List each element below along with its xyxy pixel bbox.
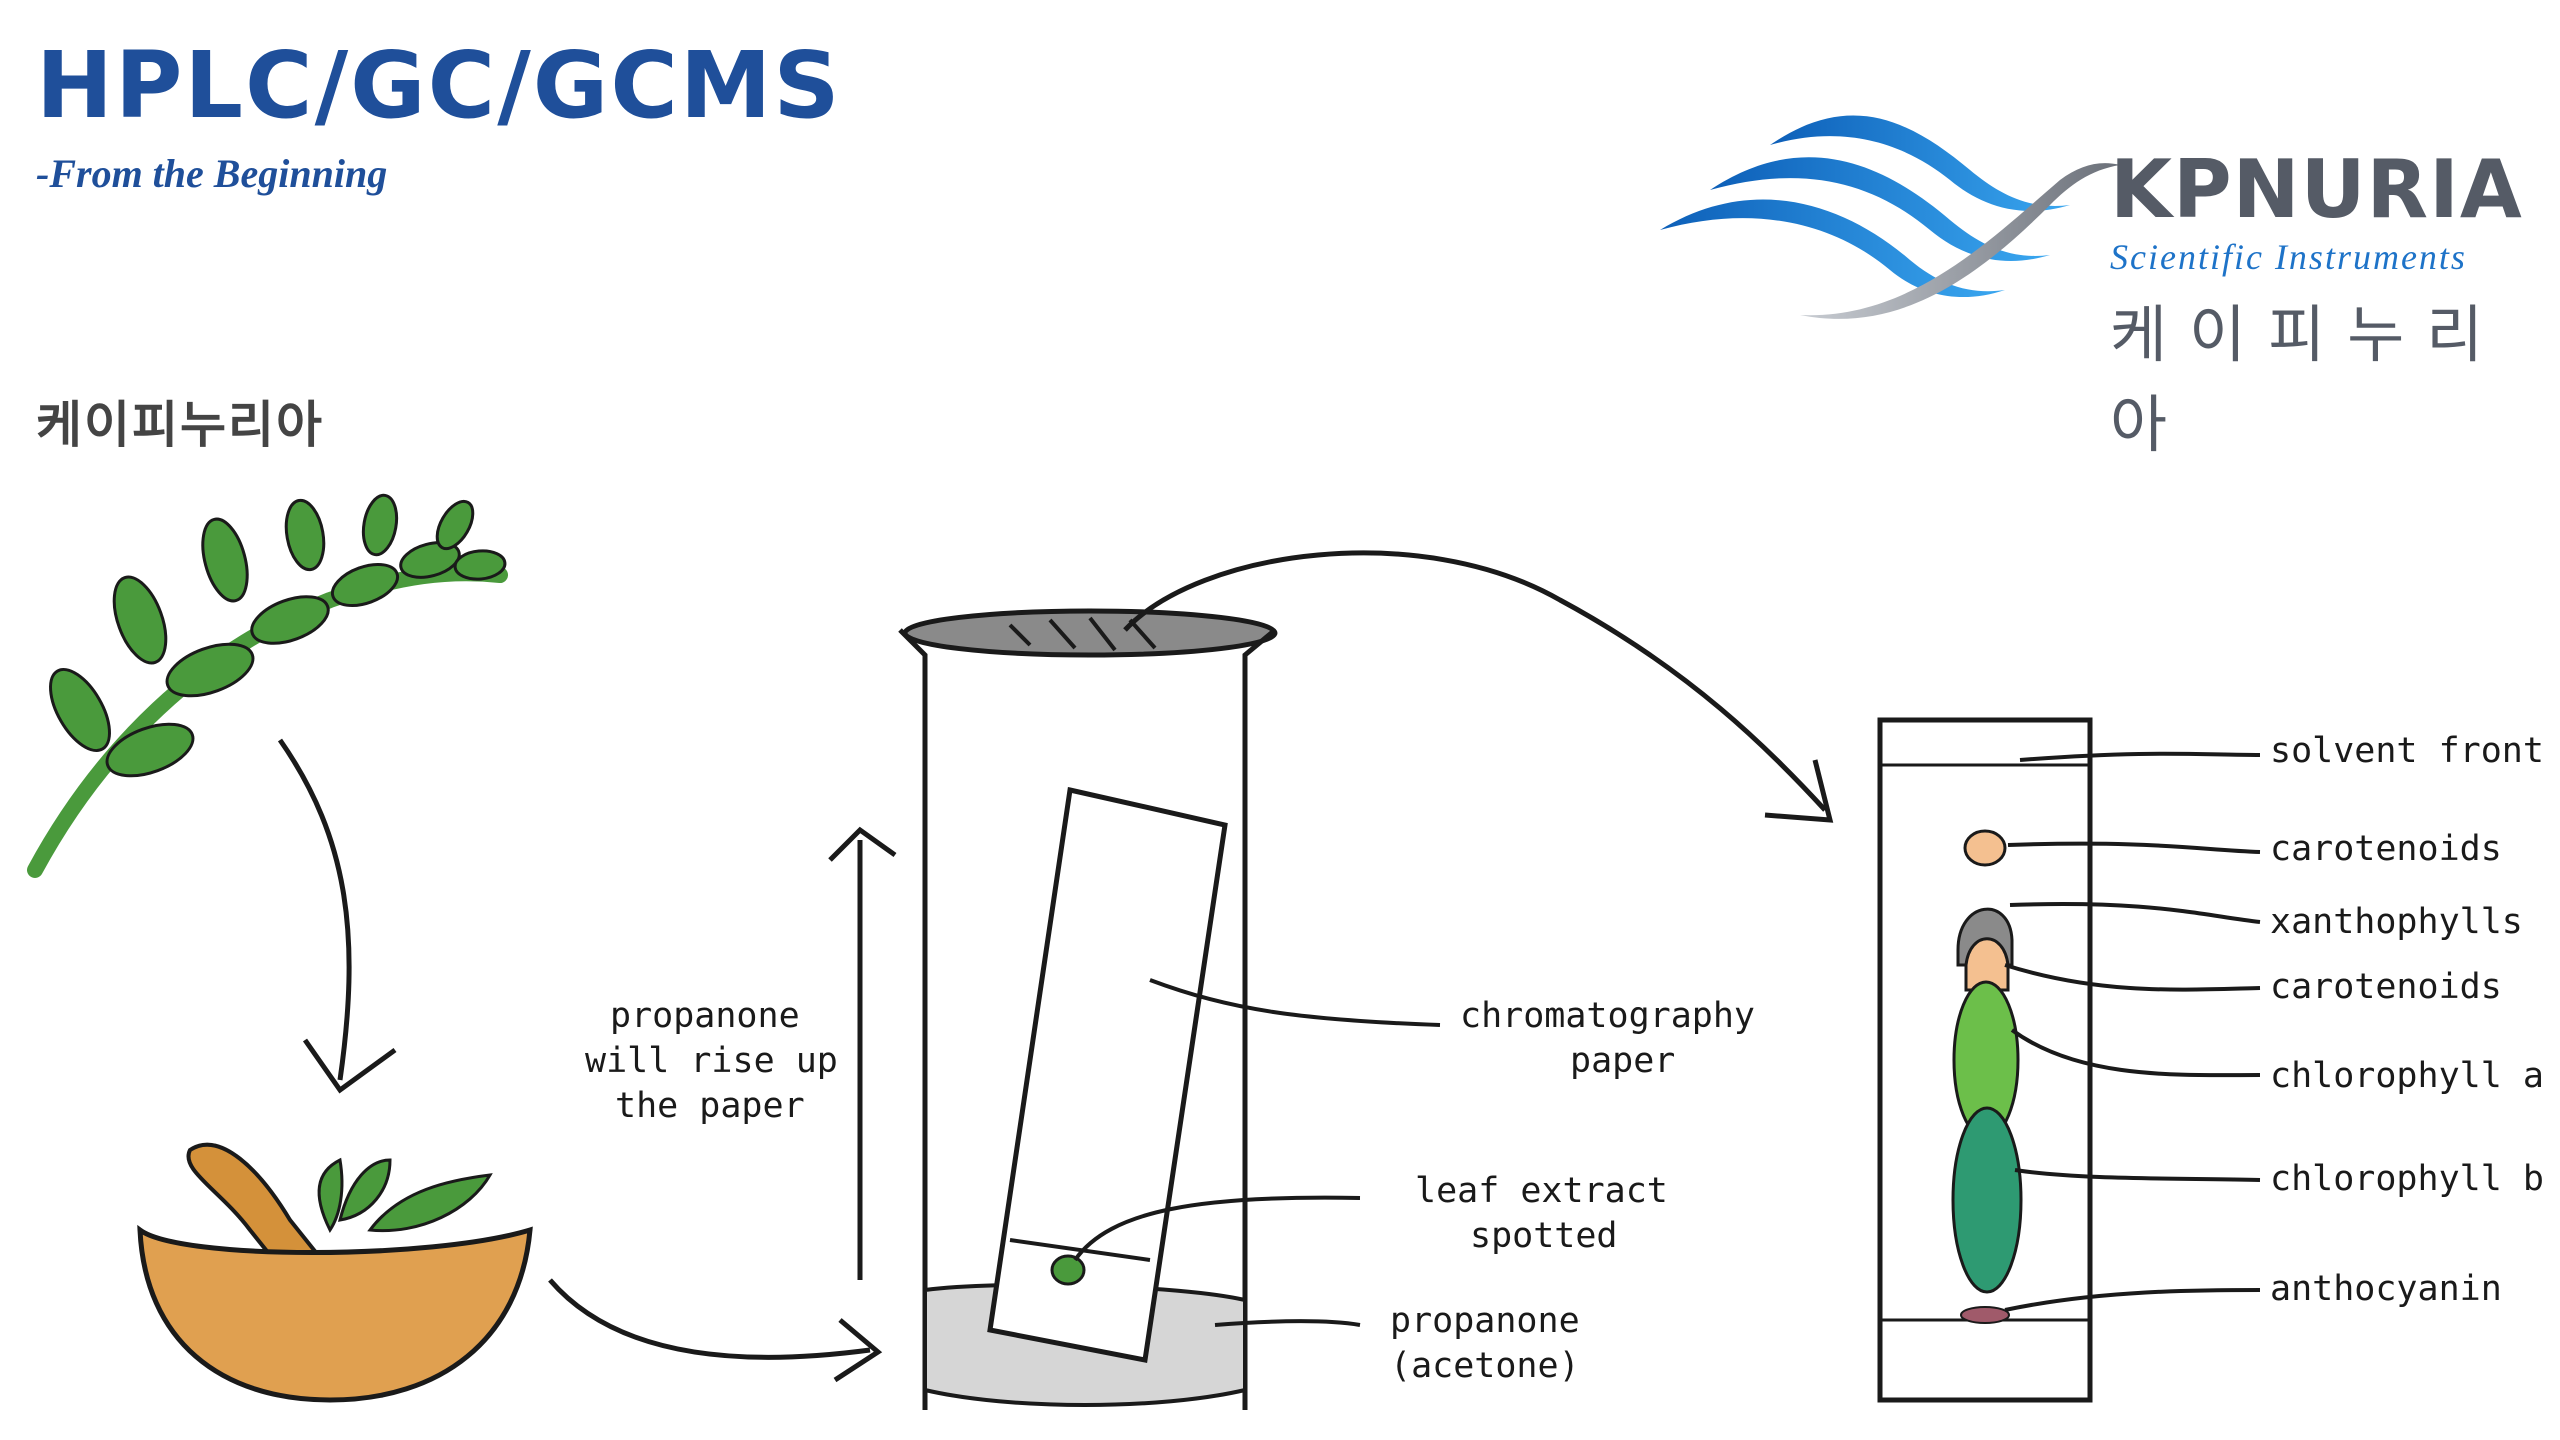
arrowhead-cylinder-to-result <box>1764 759 1834 823</box>
band-label-anthocyanin: anthocyanin <box>2270 1269 2502 1309</box>
korean-heading: 케이피누리아 <box>36 396 324 454</box>
chromatography-diagram: propanone will rise up the paper chromat… <box>27 493 2544 1410</box>
arrow-cylinder-to-result <box>1123 550 1827 812</box>
brand-name: KPNURIA <box>2110 143 2523 236</box>
leaf-extract-spot <box>1050 1254 1086 1286</box>
band-carotenoids-top <box>1963 829 2007 867</box>
kpnuria-wave-logo <box>1660 115 2120 319</box>
band-label-solvent-front: solvent front <box>2270 731 2544 771</box>
band-anthocyanin <box>1960 1306 2010 1324</box>
left-label-line-2: will rise up <box>585 1041 838 1081</box>
pointer-spot <box>1073 1195 1361 1262</box>
band-label-carotenoids-top: carotenoids <box>2270 829 2502 869</box>
pointer-paper <box>1149 978 1441 1027</box>
pointer-solvent <box>1214 1319 1361 1327</box>
page-title: HPLC/GC/GCMS <box>36 32 842 139</box>
paper-label-line-1: chromatography <box>1460 996 1755 1036</box>
mortar-and-pestle <box>137 1142 533 1403</box>
brand-korean: 케이피누리아 <box>2110 298 2506 461</box>
band-label-chlorophyll-b: chlorophyll b <box>2270 1159 2544 1199</box>
solvent-label-line-1: propanone <box>1390 1301 1580 1341</box>
left-label-line-1: propanone <box>610 996 800 1036</box>
band-label-chlorophyll-a: chlorophyll a <box>2270 1056 2544 1096</box>
solvent-label-line-2: (acetone) <box>1390 1346 1580 1386</box>
band-pointers <box>2004 751 2261 1312</box>
paper-label-line-2: paper <box>1570 1041 1675 1081</box>
arrowhead-branch-to-bowl <box>302 1038 397 1094</box>
spot-label-line-2: spotted <box>1470 1216 1618 1256</box>
band-carotenoids-mid <box>1964 937 2010 992</box>
arrow-branch-to-bowl <box>277 738 352 1081</box>
spot-label-line-1: leaf extract <box>1415 1171 1668 1211</box>
arrowhead-bowl-to-cylinder <box>833 1318 883 1383</box>
logo-text: KPNURIA Scientific Instruments 케이피누리아 <box>2110 150 2560 464</box>
leaf-branch <box>27 493 508 878</box>
brand-tagline: Scientific Instruments <box>2110 237 2467 277</box>
band-label-carotenoids-mid: carotenoids <box>2270 967 2502 1007</box>
up-arrow <box>828 826 897 1280</box>
developed-chromatogram <box>1877 717 2093 1403</box>
chromatography-paper <box>987 786 1228 1363</box>
left-label-line-3: the paper <box>615 1086 805 1126</box>
band-label-xanthophylls: xanthophylls <box>2270 902 2523 942</box>
arrow-bowl-to-cylinder <box>548 1278 871 1360</box>
band-chlorophyll-b <box>1951 1106 2023 1294</box>
page-subtitle: -From the Beginning <box>36 151 388 196</box>
